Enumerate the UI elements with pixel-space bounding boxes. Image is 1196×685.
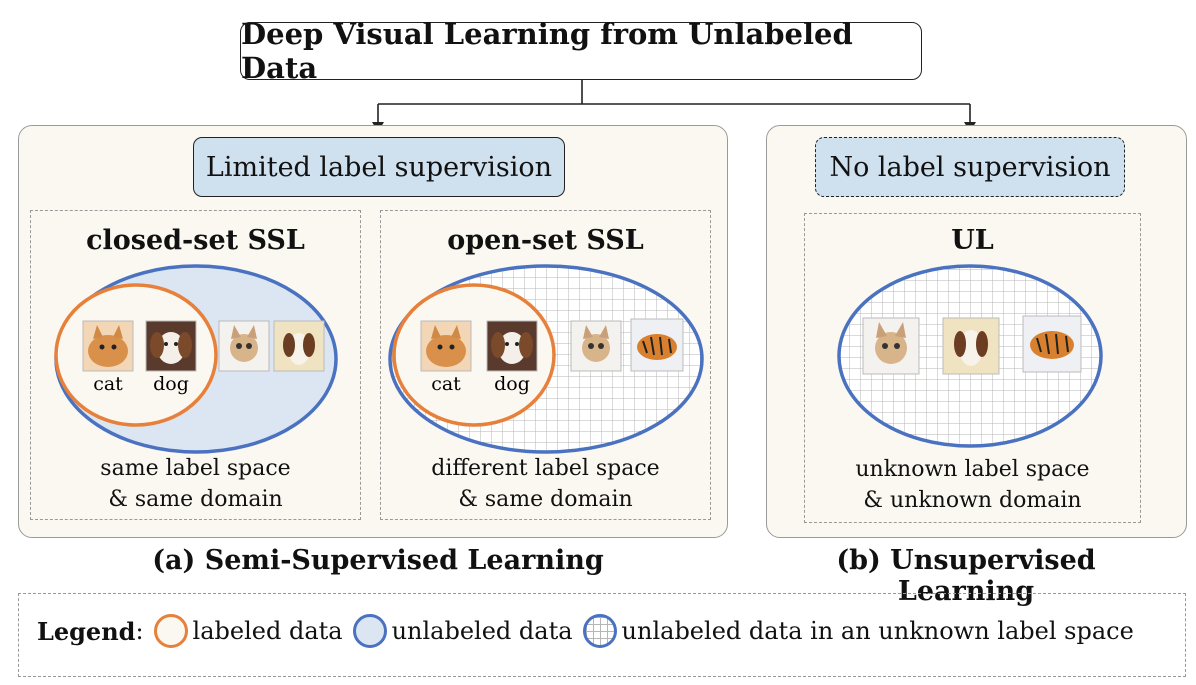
open-set-ssl-panel: open-set SSL xyxy=(380,210,711,520)
ul-diagram xyxy=(837,264,1103,448)
closed-set-diagram: cat dog xyxy=(54,264,338,454)
legend-row: Legend : labeled data unlabeled data unl… xyxy=(37,614,1134,648)
closed-set-ssl-title: closed-set SSL xyxy=(86,225,305,256)
legend-unknown: unlabeled data in an unknown label space xyxy=(621,617,1134,645)
cat-label: cat xyxy=(93,373,123,395)
ul-caption-line2: & unknown domain xyxy=(863,488,1082,513)
legend-labeled: labeled data xyxy=(192,617,343,645)
legend-heading: Legend xyxy=(37,616,136,646)
diagram-title: Deep Visual Learning from Unlabeled Data xyxy=(240,17,922,85)
open-set-diagram: cat dog xyxy=(388,264,704,454)
closed-set-caption: same label space & same domain xyxy=(31,453,360,515)
open-set-caption-line1: different label space xyxy=(431,456,660,481)
beagle-image xyxy=(273,320,325,372)
labeled-ellipse xyxy=(54,283,218,427)
closed-set-caption-line2: & same domain xyxy=(108,487,283,512)
ul-title: UL xyxy=(951,225,994,256)
open-set-ssl-title: open-set SSL xyxy=(447,225,644,256)
dog-label: dog xyxy=(494,373,530,395)
open-set-caption-line2: & same domain xyxy=(458,487,633,512)
open-set-caption: different label space & same domain xyxy=(381,453,710,515)
limited-supervision-box: Limited label supervision xyxy=(193,137,565,197)
no-supervision-box: No label supervision xyxy=(815,137,1125,197)
labeled-swatch xyxy=(153,614,188,648)
dog-image xyxy=(145,320,197,372)
tiger-image xyxy=(1022,315,1082,373)
semi-supervised-label: (a) Semi-Supervised Learning xyxy=(152,545,604,576)
legend: Legend : labeled data unlabeled data unl… xyxy=(18,593,1186,677)
labeled-ellipse xyxy=(392,283,556,427)
ul-caption: unknown label space & unknown domain xyxy=(805,454,1140,516)
dog-image xyxy=(486,320,538,372)
cat-image xyxy=(420,320,472,372)
dog-label: dog xyxy=(153,373,189,395)
ul-panel: UL unknown label space & u xyxy=(804,213,1141,523)
cat-label: cat xyxy=(431,373,461,395)
unlabeled-swatch xyxy=(352,614,387,648)
legend-colon: : xyxy=(135,617,144,645)
closed-set-ssl-panel: closed-set SSL xyxy=(30,210,361,520)
tiger-image xyxy=(630,318,684,372)
beagle-image xyxy=(942,317,1000,375)
cat-image xyxy=(82,320,134,372)
kitten-image xyxy=(862,317,920,375)
closed-set-caption-line1: same label space xyxy=(100,456,291,481)
kitten-image xyxy=(570,320,622,372)
kitten-image xyxy=(218,320,270,372)
unsupervised-label: (b) Unsupervised Learning xyxy=(836,545,1096,607)
ul-caption-line1: unknown label space xyxy=(855,457,1090,482)
legend-unlabeled: unlabeled data xyxy=(391,617,573,645)
unknown-swatch xyxy=(582,614,617,648)
